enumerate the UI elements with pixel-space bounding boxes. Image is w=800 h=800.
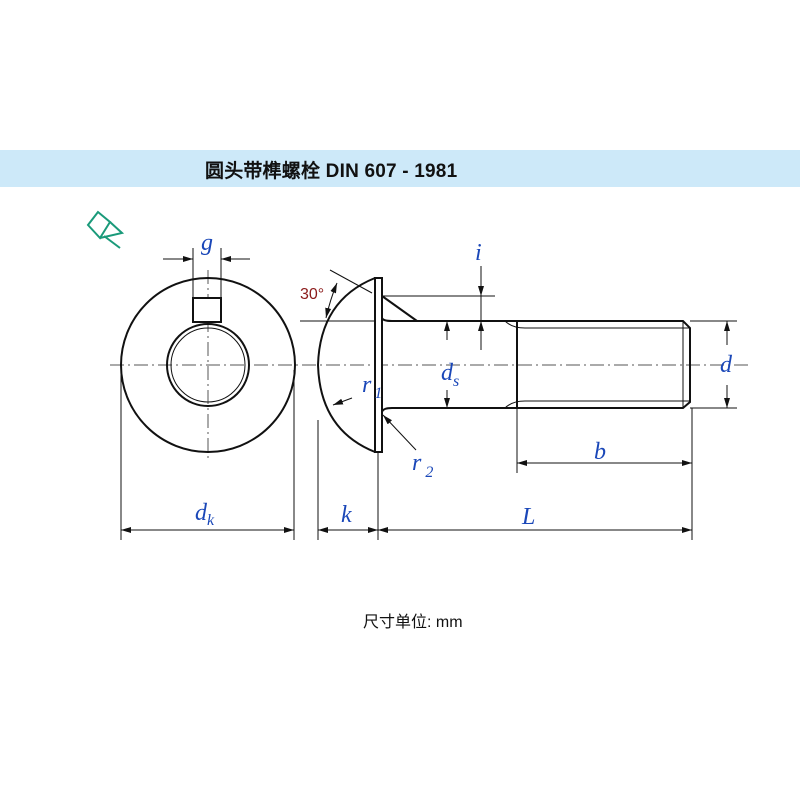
bolt-side-view bbox=[316, 277, 691, 453]
label-d: d bbox=[720, 352, 733, 378]
label-angle: 30° bbox=[300, 286, 324, 303]
head-front-view bbox=[120, 277, 296, 453]
label-g: g bbox=[201, 230, 213, 256]
label-dk: dk bbox=[195, 500, 215, 529]
label-ds: ds bbox=[441, 360, 459, 390]
units-note: 尺寸单位: mm bbox=[363, 614, 463, 631]
label-k: k bbox=[341, 502, 352, 528]
page-title: 圆头带榫螺栓 DIN 607 - 1981 bbox=[205, 161, 458, 182]
label-i: i bbox=[475, 240, 482, 266]
pushpin-icon[interactable] bbox=[86, 210, 125, 249]
label-b: b bbox=[594, 439, 606, 465]
title-band bbox=[0, 150, 800, 187]
label-L: L bbox=[521, 504, 535, 530]
